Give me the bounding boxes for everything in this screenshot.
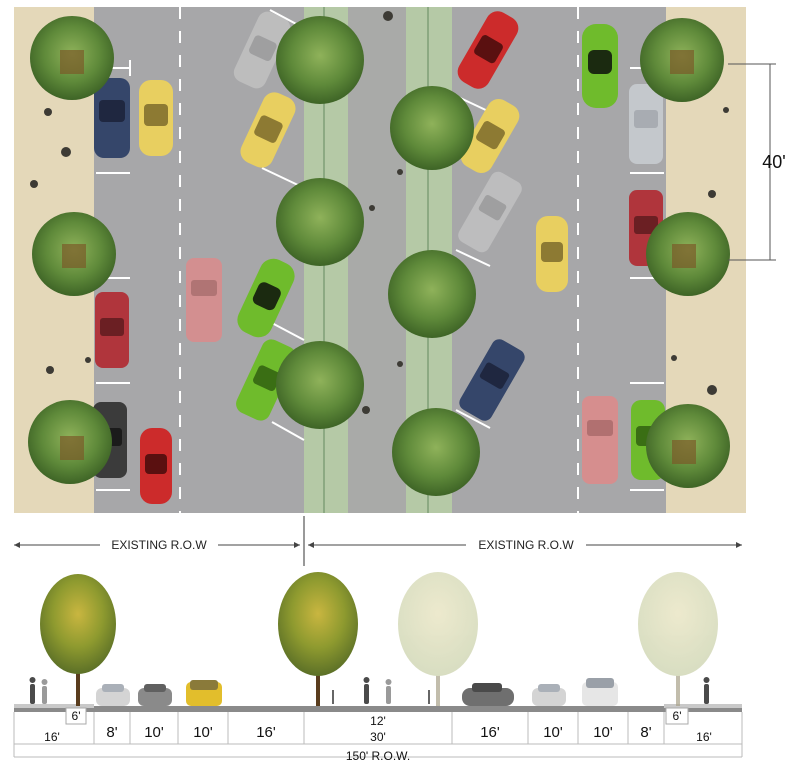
dim-median: 12' bbox=[370, 714, 386, 728]
existing-row-left-label: EXISTING R.O.W bbox=[111, 538, 207, 552]
existing-row-right-label: EXISTING R.O.W bbox=[478, 538, 574, 552]
plan-trees bbox=[28, 16, 730, 496]
dim-planter-left: 6' bbox=[72, 709, 81, 723]
dim-lane-right-2: 10' bbox=[543, 724, 563, 741]
people-specks bbox=[30, 11, 729, 414]
section-car-gray bbox=[138, 684, 172, 706]
car-navy bbox=[459, 339, 525, 421]
car-gray-ghost bbox=[458, 171, 522, 253]
section-car-silver bbox=[532, 684, 566, 706]
car-green bbox=[237, 258, 295, 338]
section-car-white bbox=[582, 678, 618, 706]
section-car-gray bbox=[462, 683, 514, 706]
dim-parking-left: 8' bbox=[106, 724, 117, 741]
car-red bbox=[457, 11, 519, 89]
tree-spacing-dimension bbox=[728, 63, 776, 261]
car-yellow bbox=[460, 98, 520, 174]
dim-total-row: 150' R.O.W. bbox=[346, 749, 410, 763]
section-view bbox=[13, 572, 743, 758]
ground-line bbox=[14, 706, 742, 712]
dim-planter-right: 6' bbox=[673, 709, 682, 723]
car-yellow bbox=[139, 80, 173, 156]
dim-lane-right-3: 16' bbox=[480, 724, 500, 741]
car-red bbox=[95, 292, 129, 368]
section-tree-ghost bbox=[638, 572, 718, 706]
dim-parking-right: 8' bbox=[640, 724, 651, 741]
section-tree bbox=[278, 572, 358, 706]
dim-lane-right-1: 10' bbox=[593, 724, 613, 741]
car-red bbox=[140, 428, 172, 504]
car-yellow bbox=[240, 92, 296, 168]
tree-spacing-label: 40' bbox=[762, 152, 785, 172]
dim-lane-left-2: 10' bbox=[193, 724, 213, 741]
section-car-silver bbox=[96, 684, 130, 706]
median-center bbox=[348, 7, 406, 513]
car-green bbox=[236, 339, 296, 421]
dim-median-total: 30' bbox=[370, 730, 386, 744]
dim-sidewalk-left: 16' bbox=[44, 730, 60, 744]
car-gray-ghost bbox=[233, 11, 291, 89]
car-green bbox=[582, 24, 618, 108]
dim-lane-left-1: 10' bbox=[144, 724, 164, 741]
section-car-yellow bbox=[186, 680, 222, 706]
section-tree bbox=[40, 574, 116, 706]
car-red-ghost bbox=[582, 396, 618, 484]
section-dimension-ticks bbox=[13, 712, 743, 758]
car-yellow bbox=[536, 216, 568, 292]
cars bbox=[93, 11, 665, 504]
plan-view: 40' bbox=[14, 7, 786, 513]
existing-row-markers bbox=[14, 516, 742, 566]
car-red-ghost bbox=[186, 258, 222, 342]
section-people bbox=[29, 677, 710, 704]
section-tree-ghost bbox=[398, 572, 478, 706]
car-navy bbox=[94, 78, 130, 158]
dim-lane-left-3: 16' bbox=[256, 724, 276, 741]
dim-sidewalk-right: 16' bbox=[696, 730, 712, 744]
car-gray-ghost bbox=[629, 84, 663, 164]
